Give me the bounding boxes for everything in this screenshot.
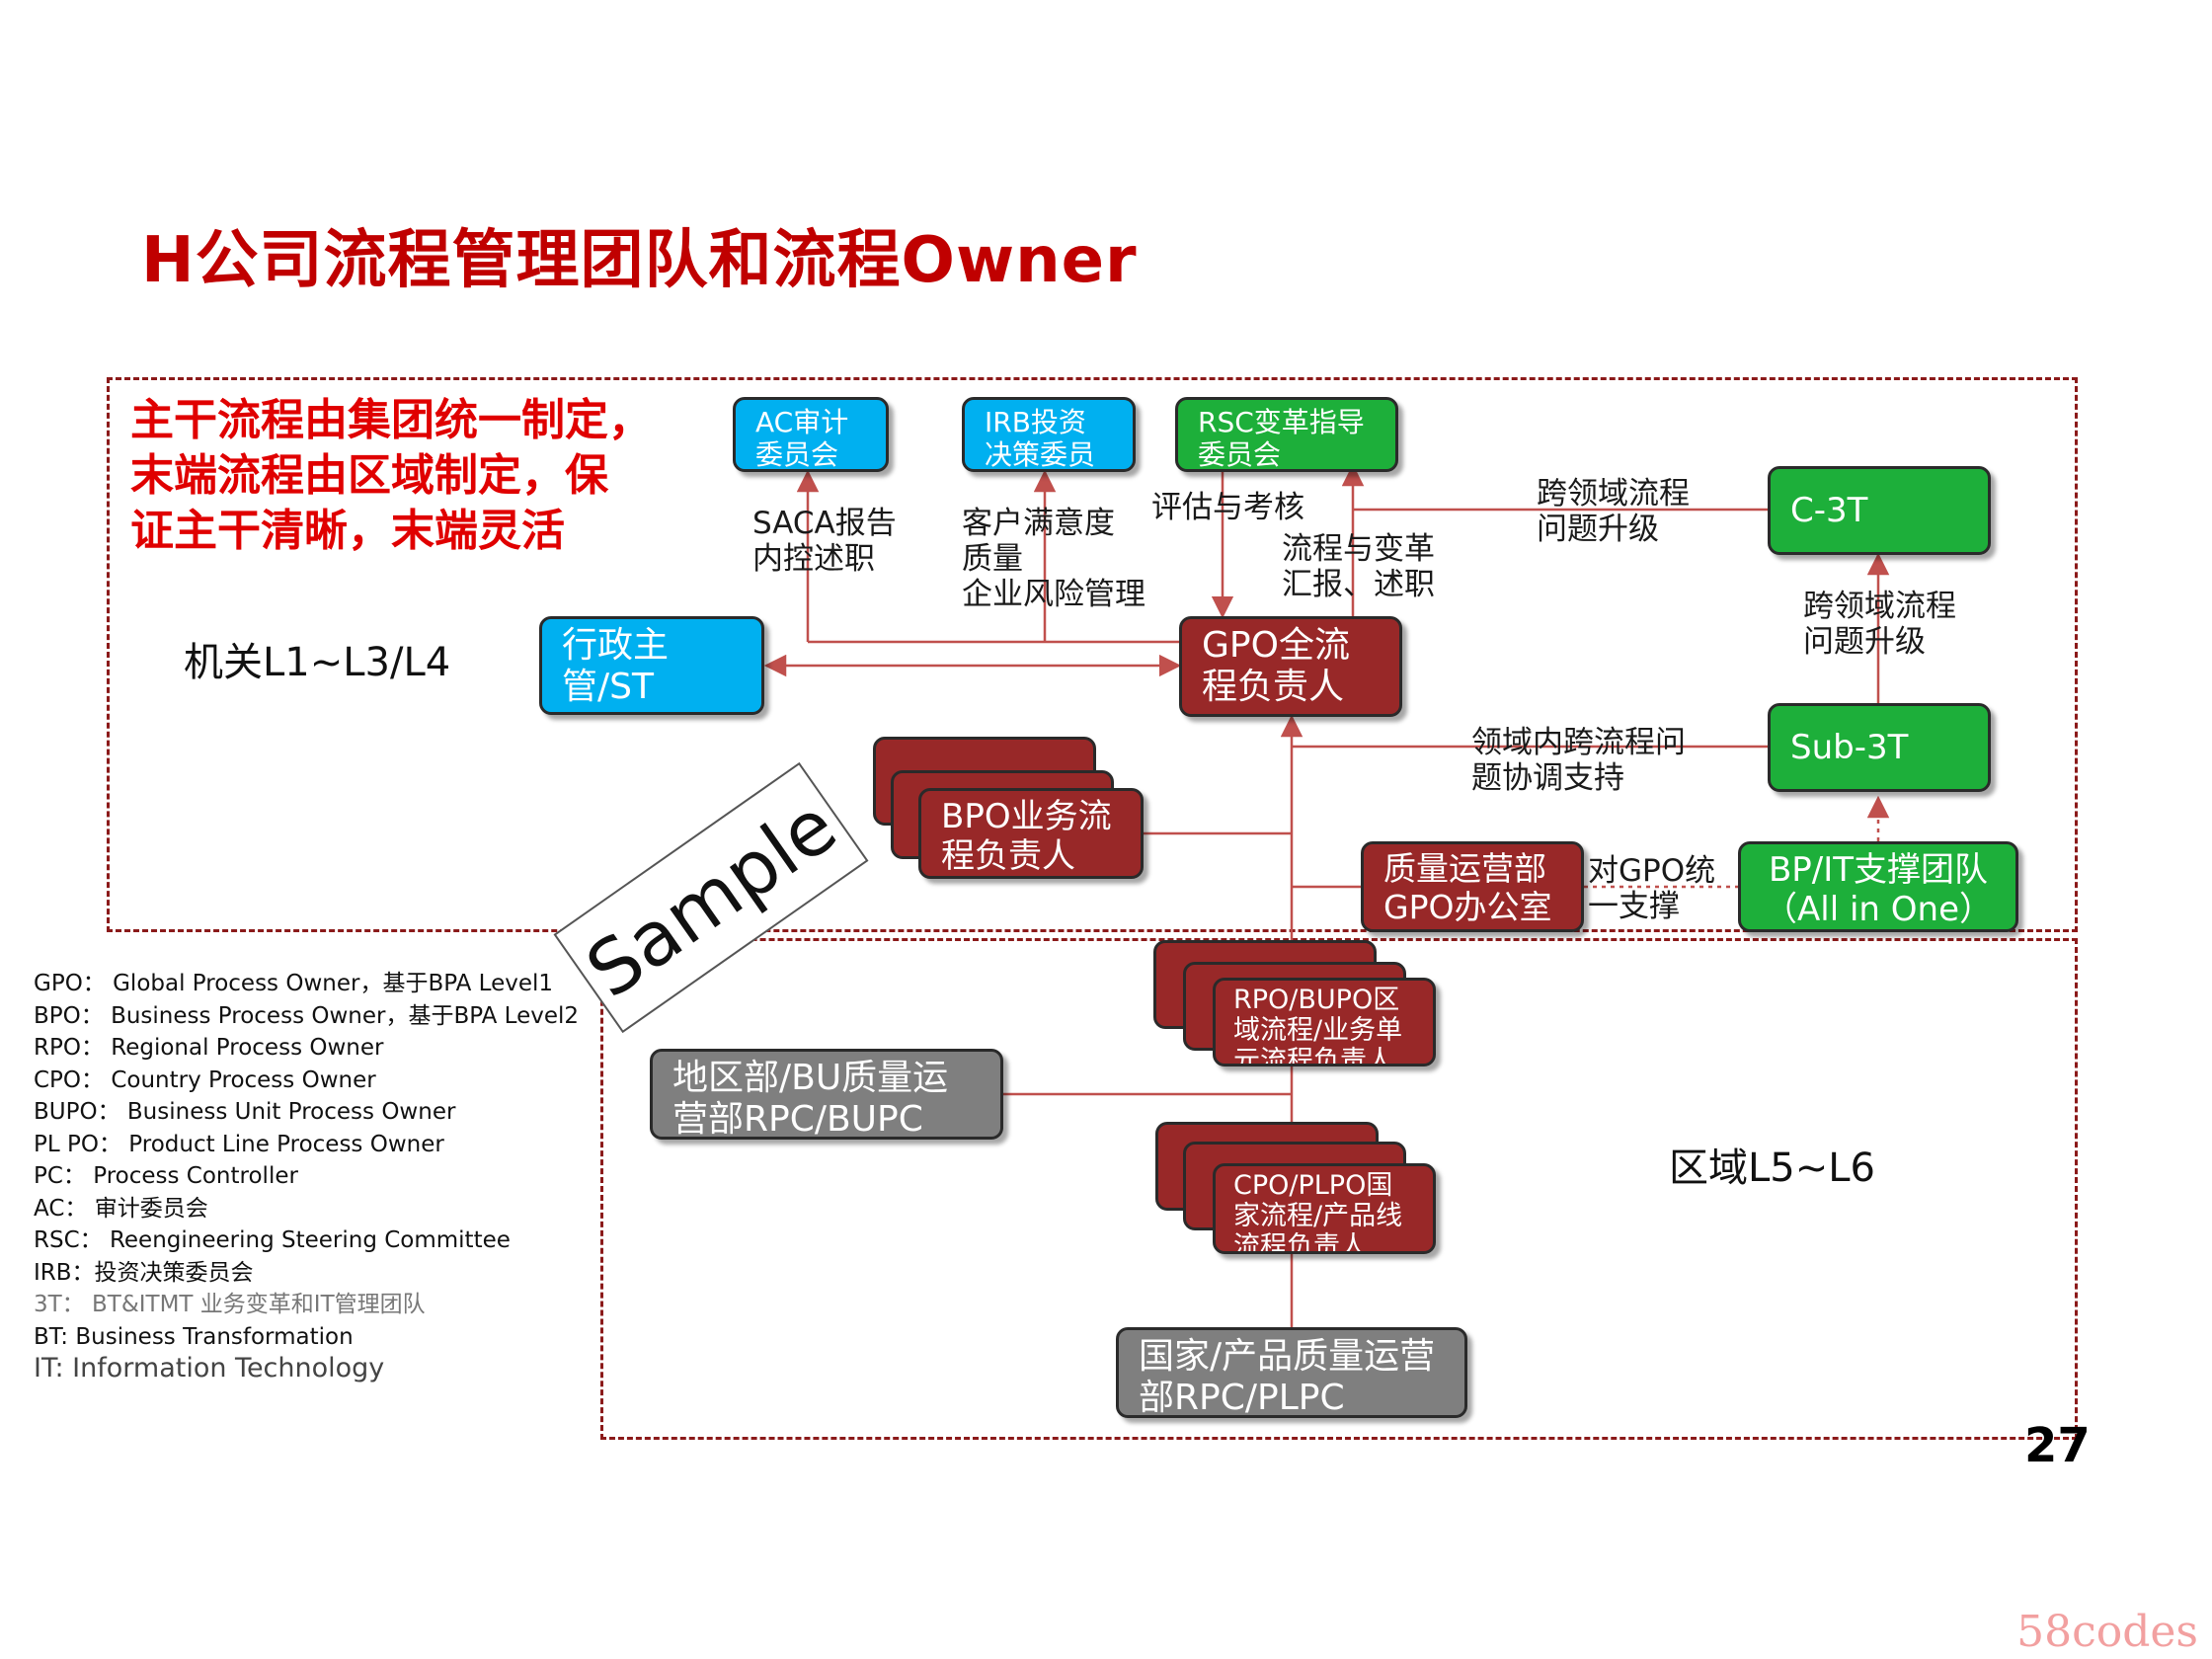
legend-item: CPO： Country Process Owner bbox=[34, 1066, 376, 1093]
sub3t-box: Sub-3T bbox=[1768, 703, 1991, 792]
region-zone-frame bbox=[600, 938, 2078, 1440]
label-saca-line-2: 内控述职 bbox=[752, 541, 875, 577]
label-gpo-support-line-1: 对GPO统 bbox=[1588, 853, 1716, 889]
plpc-label: 国家/产品质量运营部RPC/PLPC bbox=[1139, 1336, 1436, 1418]
gpo-label: GPO全流程负责人 bbox=[1202, 625, 1350, 708]
legend-item: BPO： Business Process Owner，基于BPA Level2 bbox=[34, 1002, 580, 1029]
bpo-box: BPO业务流程负责人 bbox=[918, 788, 1144, 879]
bpit-support-box: BP/IT支撑团队（All in One） bbox=[1738, 841, 2018, 932]
label-customer: 客户满意度 质量 企业风险管理 bbox=[962, 506, 1146, 612]
label-in-domain-line-2: 题协调支持 bbox=[1471, 760, 1624, 796]
rsc-committee-label: RSC变革指导委员会 bbox=[1198, 406, 1365, 472]
label-cross-domain-top-line-1: 跨领域流程 bbox=[1537, 476, 1690, 512]
legend-item: RPO： Regional Process Owner bbox=[34, 1035, 384, 1061]
sub3t-label: Sub-3T bbox=[1790, 727, 1909, 767]
plpc-box: 国家/产品质量运营部RPC/PLPC bbox=[1116, 1327, 1467, 1418]
legend-item: AC： 审计委员会 bbox=[34, 1195, 208, 1222]
page-number: 27 bbox=[2024, 1418, 2091, 1473]
slogan: 主干流程由集团统一制定， 末端流程由区域制定，保 证主干清晰，末端灵活 bbox=[130, 393, 652, 559]
legend-item: PL PO： Product Line Process Owner bbox=[34, 1131, 444, 1157]
label-saca-line-1: SACA报告 bbox=[752, 506, 897, 541]
label-gpo-support: 对GPO统 一支撑 bbox=[1588, 853, 1715, 924]
page-title: H公司流程管理团队和流程Owner bbox=[141, 224, 1138, 297]
label-cross-domain-top: 跨领域流程 问题升级 bbox=[1537, 476, 1690, 547]
label-customer-line-3: 企业风险管理 bbox=[962, 577, 1146, 612]
label-customer-line-1: 客户满意度 bbox=[962, 506, 1115, 541]
legend-item: 3T： BT&ITMT 业务变革和IT管理团队 bbox=[34, 1292, 426, 1317]
legend-item: GPO： Global Process Owner，基于BPA Level1 bbox=[34, 971, 554, 996]
label-in-domain: 领域内跨流程问 题协调支持 bbox=[1471, 725, 1686, 796]
label-cross-domain-top-line-2: 问题升级 bbox=[1537, 512, 1659, 547]
cpo-box: CPO/PLPO国家流程/产品线流程负责人 bbox=[1213, 1163, 1436, 1254]
watermark: 58codes bbox=[2016, 1607, 2198, 1657]
rpo-box: RPO/BUPO区域流程/业务单元流程负责人 bbox=[1213, 978, 1436, 1066]
legend-item: IT: Information Technology bbox=[34, 1353, 385, 1383]
slogan-line-3: 证主干清晰，末端灵活 bbox=[130, 506, 565, 556]
label-evaluate: 评估与考核 bbox=[1151, 490, 1304, 525]
legend: GPO： Global Process Owner，基于BPA Level1 B… bbox=[34, 968, 579, 1385]
quality-hq-label: 质量运营部GPO办公室 bbox=[1383, 849, 1552, 926]
irb-committee-label: IRB投资决策委员会 bbox=[985, 406, 1096, 472]
legend-item: RSC： Reengineering Steering Committee bbox=[34, 1227, 511, 1253]
ac-committee-box: AC审计委员会 bbox=[733, 397, 889, 472]
bpo-label: BPO业务流程负责人 bbox=[941, 797, 1112, 877]
c3t-box: C-3T bbox=[1768, 466, 1991, 555]
rpo-label: RPO/BUPO区域流程/业务单元流程负责人 bbox=[1233, 985, 1403, 1066]
label-cross-domain-right-line-2: 问题升级 bbox=[1803, 624, 1926, 660]
legend-item: IRB：投资决策委员会 bbox=[34, 1259, 254, 1286]
rpc-box: 地区部/BU质量运营部RPC/BUPC bbox=[650, 1049, 1003, 1140]
label-gpo-support-line-2: 一支撑 bbox=[1588, 889, 1680, 924]
slogan-line-1: 主干流程由集团统一制定， bbox=[130, 395, 652, 445]
irb-committee-box: IRB投资决策委员会 bbox=[962, 397, 1136, 472]
label-customer-line-2: 质量 bbox=[962, 541, 1023, 577]
bpit-support-label: BP/IT支撑团队（All in One） bbox=[1764, 850, 1993, 930]
quality-hq-box: 质量运营部GPO办公室 bbox=[1361, 841, 1584, 932]
legend-item: BUPO： Business Unit Process Owner bbox=[34, 1099, 456, 1125]
label-cross-domain-right-line-1: 跨领域流程 bbox=[1803, 589, 1956, 624]
label-saca: SACA报告 内控述职 bbox=[752, 506, 897, 577]
admin-st-label: 行政主管/ST bbox=[562, 625, 670, 708]
legend-item: BT: Business Transformation bbox=[34, 1323, 354, 1350]
ac-committee-label: AC审计委员会 bbox=[755, 406, 849, 472]
rpc-label: 地区部/BU质量运营部RPC/BUPC bbox=[672, 1058, 949, 1140]
slogan-line-2: 末端流程由区域制定，保 bbox=[130, 450, 608, 501]
admin-st-box: 行政主管/ST bbox=[539, 616, 764, 715]
label-cross-domain-right: 跨领域流程 问题升级 bbox=[1803, 589, 1956, 660]
c3t-label: C-3T bbox=[1790, 490, 1868, 530]
region-zone-label: 区域L5~L6 bbox=[1669, 1146, 1875, 1191]
label-report-line-1: 流程与变革 bbox=[1282, 531, 1435, 567]
label-report-line-2: 汇报、述职 bbox=[1282, 567, 1435, 602]
cpo-label: CPO/PLPO国家流程/产品线流程负责人 bbox=[1233, 1170, 1403, 1254]
hq-zone-frame bbox=[107, 377, 2078, 932]
hq-zone-label: 机关L1~L3/L4 bbox=[184, 640, 451, 685]
label-report: 流程与变革 汇报、述职 bbox=[1282, 531, 1435, 602]
legend-item: PC： Process Controller bbox=[34, 1163, 298, 1189]
gpo-box: GPO全流程负责人 bbox=[1179, 616, 1402, 717]
rsc-committee-box: RSC变革指导委员会 bbox=[1175, 397, 1398, 472]
label-in-domain-line-1: 领域内跨流程问 bbox=[1471, 725, 1686, 760]
